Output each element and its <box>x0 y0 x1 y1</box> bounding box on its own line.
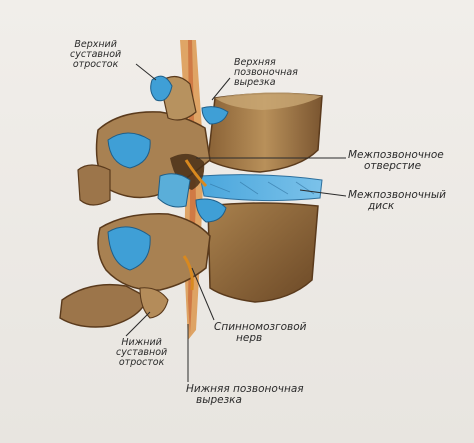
label-intervertebral-disc: Межпозвоночный диск <box>348 190 446 212</box>
upper-vertebral-body <box>207 92 323 173</box>
label-line: диск <box>368 200 395 212</box>
label-line: позвоночная <box>234 67 298 78</box>
label-inferior-vertebral-notch: Нижняя позвоночная вырезка <box>186 384 304 406</box>
label-line: Верхняя <box>234 57 276 68</box>
label-line: нерв <box>236 332 263 344</box>
label-line: суставной <box>116 347 168 358</box>
label-line: отверстие <box>364 160 422 172</box>
lower-posterior-arch <box>59 198 227 328</box>
intervertebral-disc <box>199 174 323 202</box>
label-line: отросток <box>72 59 119 70</box>
lower-vertebral-body <box>207 202 319 303</box>
label-superior-articular-process: Верхний суставной отросток <box>70 40 121 70</box>
label-inferior-articular-process: Нижний суставной отросток <box>116 338 167 368</box>
label-line: отросток <box>118 357 165 368</box>
label-spinal-nerve: Спинномозговой нерв <box>214 322 306 344</box>
label-superior-vertebral-notch: Верхняя позвоночная вырезка <box>234 58 298 88</box>
label-line: Нижний <box>121 337 162 348</box>
label-intervertebral-foramen: Межпозвоночное отверстие <box>348 150 444 172</box>
label-line: Спинномозговой <box>214 321 307 333</box>
label-line: Межпозвоночный <box>348 189 446 201</box>
intervertebral-foramen-shape <box>157 153 205 208</box>
label-line: суставной <box>70 49 122 60</box>
spinal-nerve-fibers <box>182 159 208 291</box>
label-line: вырезка <box>234 77 276 88</box>
leader-lines <box>125 63 347 382</box>
label-line: Нижняя позвоночная <box>186 383 304 395</box>
label-line: вырезка <box>196 394 242 406</box>
upper-posterior-arch <box>77 75 229 206</box>
label-line: Межпозвоночное <box>348 149 444 161</box>
label-line: Верхний <box>74 39 117 50</box>
